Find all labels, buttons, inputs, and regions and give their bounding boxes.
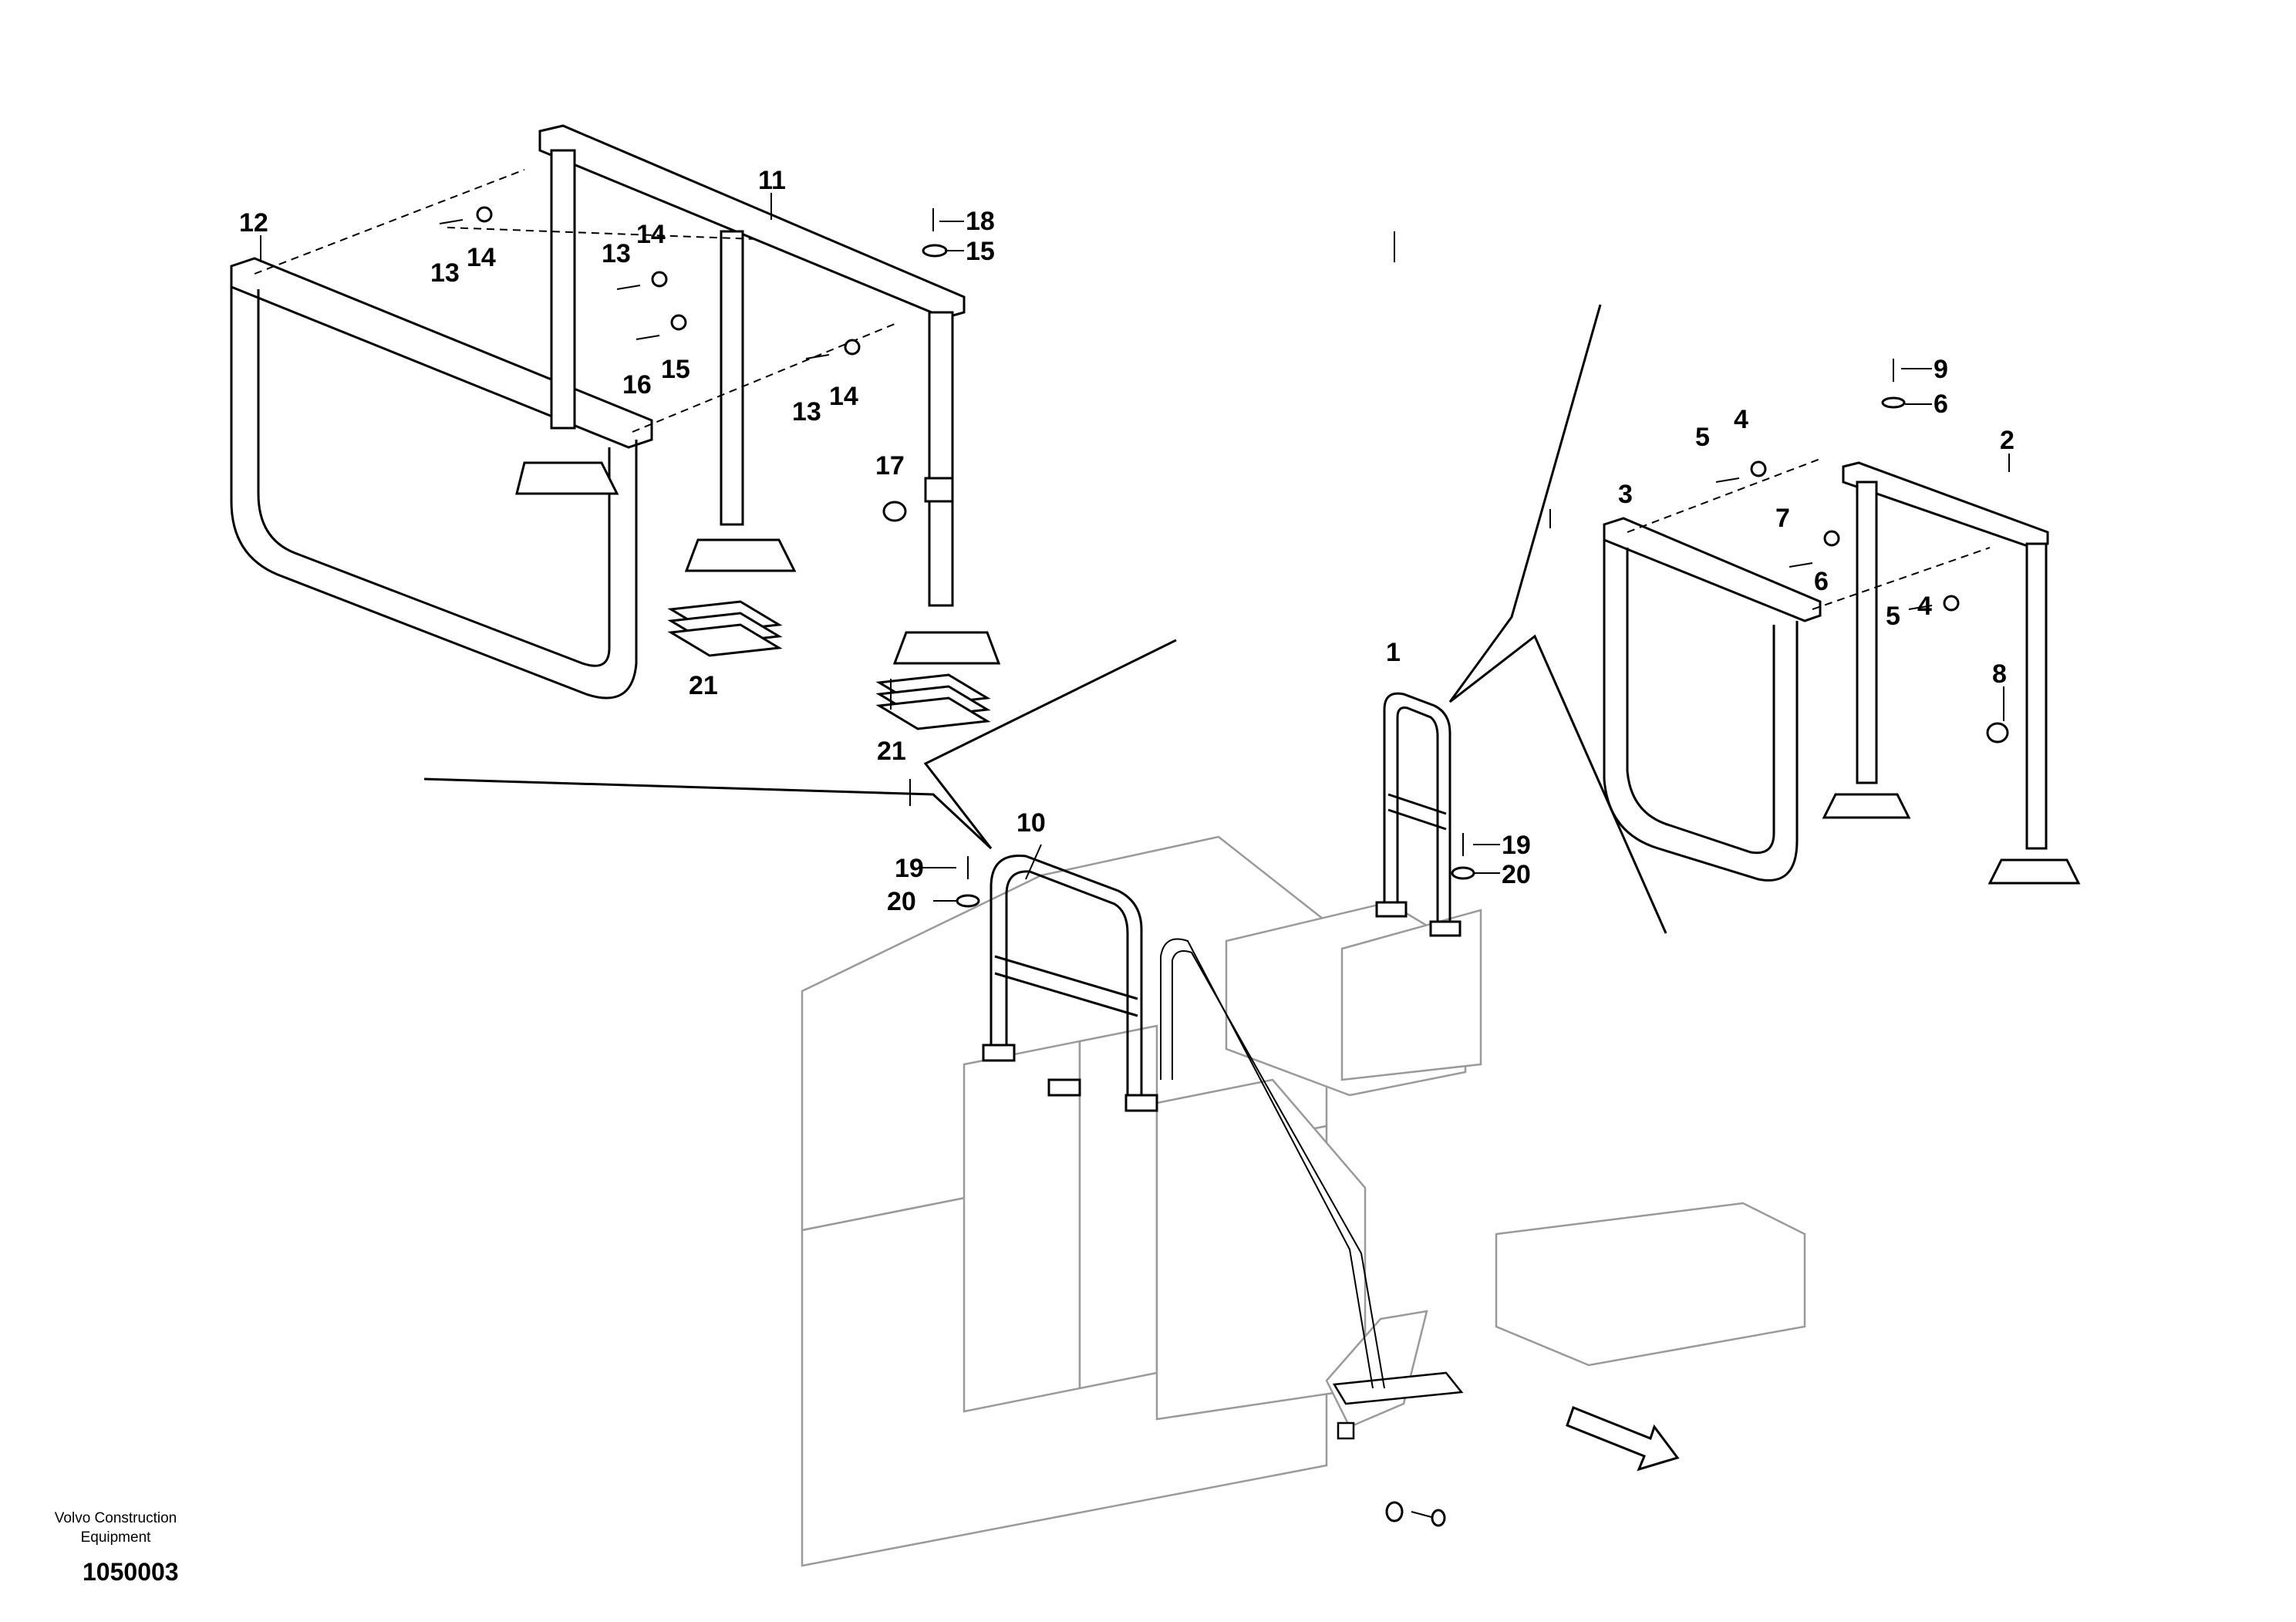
callout-6: 6 xyxy=(1814,567,1829,596)
handrail-10 xyxy=(982,855,1385,1389)
callout-9: 9 xyxy=(1934,355,1948,384)
callout-7: 7 xyxy=(1775,504,1790,533)
callout-19: 19 xyxy=(895,854,924,883)
callout-20: 20 xyxy=(1502,860,1531,889)
leader-lines xyxy=(260,193,2010,902)
callout-12: 12 xyxy=(239,208,268,238)
drawing-number: 1050003 xyxy=(83,1558,179,1586)
shim-stack-21a xyxy=(667,600,783,657)
callout-15: 15 xyxy=(661,355,690,384)
railing-assembly-left xyxy=(230,124,1001,730)
company-name-line1: Volvo Construction xyxy=(54,1510,177,1526)
callout-14: 14 xyxy=(829,382,858,411)
callout-20: 20 xyxy=(887,887,916,916)
fasteners-left xyxy=(439,206,948,522)
callout-14: 14 xyxy=(467,243,496,272)
callout-14: 14 xyxy=(636,220,666,249)
callout-4: 4 xyxy=(1734,405,1748,434)
callout-18: 18 xyxy=(966,207,995,236)
callout-4: 4 xyxy=(1917,592,1932,621)
support-posts xyxy=(515,149,1001,665)
callout-1: 1 xyxy=(1386,638,1401,667)
company-name-line2: Equipment xyxy=(80,1529,151,1546)
callout-11: 11 xyxy=(758,166,786,195)
callout-13: 13 xyxy=(602,239,631,268)
callout-labels: 12 11 13 14 13 14 16 15 13 14 18 15 17 2… xyxy=(239,166,2014,916)
callout-16: 16 xyxy=(622,370,652,400)
callout-8: 8 xyxy=(1992,659,2007,689)
handrail-1 xyxy=(1375,692,1462,937)
callout-3: 3 xyxy=(1618,480,1633,509)
callout-5: 5 xyxy=(1695,423,1710,452)
fasteners-19-20 xyxy=(956,833,1475,908)
callout-15: 15 xyxy=(966,237,995,266)
callout-13: 13 xyxy=(792,397,821,427)
railing-assembly-right xyxy=(1448,304,2081,934)
callout-13: 13 xyxy=(430,258,460,288)
callout-5: 5 xyxy=(1886,602,1900,631)
rail-frame-12 xyxy=(230,257,653,700)
callout-6: 6 xyxy=(1934,389,1948,419)
top-beam-11 xyxy=(538,124,966,319)
callout-21: 21 xyxy=(689,671,718,700)
callout-2: 2 xyxy=(2000,426,2014,455)
shim-stack-21b xyxy=(875,673,991,730)
callout-19: 19 xyxy=(1502,831,1531,860)
callout-17: 17 xyxy=(875,451,905,481)
callout-21: 21 xyxy=(877,737,906,766)
machine-body xyxy=(801,835,1806,1567)
callout-10: 10 xyxy=(1017,808,1046,838)
